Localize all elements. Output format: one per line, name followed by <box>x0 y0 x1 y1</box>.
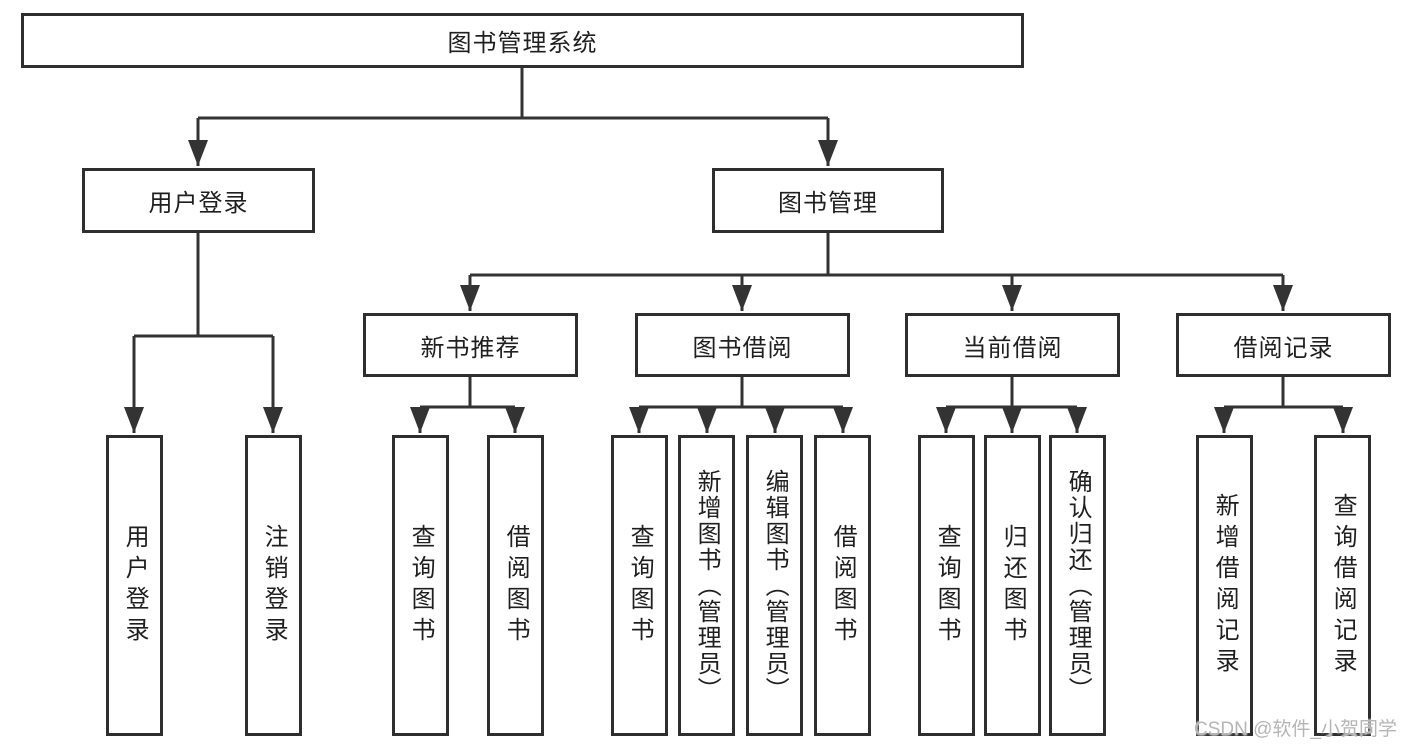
node-book-management-system: 图书管理系统 <box>21 13 1024 68</box>
node-book-borrowing: 图书借阅 <box>635 313 850 377</box>
node-label: 图书借阅 <box>692 334 793 362</box>
node-query-books-recommend: 查询图书 <box>392 435 449 736</box>
node-new-book-recommend: 新书推荐 <box>363 313 578 377</box>
node-return-books: 归还图书 <box>984 435 1041 736</box>
node-borrow-books-recommend: 借阅图书 <box>487 435 544 736</box>
node-label: 用户登录 <box>148 190 249 217</box>
node-confirm-return-admin: 确认归还（管理员） <box>1049 435 1106 736</box>
node-borrow-books-leaf: 借阅图书 <box>814 435 871 736</box>
node-edit-book-admin: 编辑图书（管理员） <box>746 435 803 736</box>
node-label: 新增借阅记录 <box>1211 492 1239 679</box>
node-query-books-borrow: 查询图书 <box>611 435 668 736</box>
node-user-login-leaf: 用户登录 <box>106 435 163 736</box>
node-label: 归还图书 <box>999 523 1027 648</box>
node-book-management: 图书管理 <box>712 168 944 233</box>
node-label: 查询图书 <box>407 523 435 648</box>
node-label: 编辑图书（管理员） <box>761 468 789 703</box>
node-label: 借阅图书 <box>502 523 530 648</box>
node-logout: 注销登录 <box>245 435 302 736</box>
node-label: 用户登录 <box>121 523 149 648</box>
node-query-books-current: 查询图书 <box>918 435 975 736</box>
node-label: 新增图书（管理员） <box>693 468 721 703</box>
node-query-borrow-record: 查询借阅记录 <box>1314 435 1371 736</box>
csdn-watermark: CSDN @软件_小贺同学 <box>1194 719 1397 740</box>
node-label: 图书管理 <box>778 190 878 217</box>
node-add-borrow-record: 新增借阅记录 <box>1196 435 1253 736</box>
node-borrowing-records: 借阅记录 <box>1176 313 1391 377</box>
node-label: 图书管理系统 <box>447 30 598 57</box>
node-label: 确认归还（管理员） <box>1064 468 1092 703</box>
node-label: 查询图书 <box>626 523 654 648</box>
node-label: 当前借阅 <box>962 334 1063 362</box>
node-add-book-admin: 新增图书（管理员） <box>678 435 735 736</box>
node-label: 查询借阅记录 <box>1329 492 1357 679</box>
node-label: 查询图书 <box>933 523 961 648</box>
node-label: 借阅记录 <box>1233 334 1334 362</box>
node-label: 新书推荐 <box>420 334 521 362</box>
node-label: 注销登录 <box>260 523 288 648</box>
node-user-login: 用户登录 <box>82 168 315 233</box>
node-label: 借阅图书 <box>829 523 857 648</box>
node-current-borrowing: 当前借阅 <box>905 313 1120 377</box>
